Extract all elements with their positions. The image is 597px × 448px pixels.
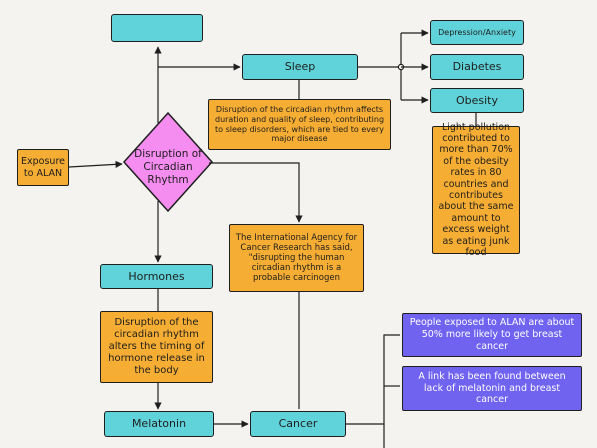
diabetes-label: Diabetes (452, 60, 502, 74)
hormones-note: Disruption of the circadian rhythm alter… (100, 311, 213, 383)
iarc-note: The International Agency for Cancer Rese… (229, 224, 364, 292)
hormones-node: Hormones (100, 264, 213, 289)
disruption-diamond (122, 111, 214, 213)
iarc-note-text: The International Agency for Cancer Rese… (235, 232, 358, 284)
breast-cancer-note-2-text: A link has been found between lack of me… (418, 370, 566, 406)
diabetes-node: Diabetes (430, 54, 524, 80)
connector-exposure-diamond (68, 160, 123, 168)
breast-cancer-note-1-text: People exposed to ALAN are about 50% mor… (409, 317, 575, 352)
melatonin-node: Melatonin (104, 411, 214, 437)
cancer-node: Cancer (250, 411, 346, 437)
hormones-note-text: Disruption of the circadian rhythm alter… (108, 317, 205, 376)
sleep-note-text: Disruption of the circadian rhythm affec… (214, 105, 385, 144)
hormones-label: Hormones (128, 269, 185, 283)
obesity-node: Obesity (430, 88, 524, 113)
exposure-label: Exposure to ALAN (21, 156, 65, 179)
exposure-node: Exposure to ALAN (17, 149, 69, 186)
obesity-note-text: Light pollution contributed to more than… (438, 121, 514, 258)
obesity-note: Light pollution contributed to more than… (432, 122, 520, 258)
connector-diamond-iarc (209, 162, 303, 223)
disruption-label: Disruption of Circadian Rhythm (134, 148, 202, 187)
breast-cancer-note-2: A link has been found between lack of me… (402, 366, 582, 411)
cancer-label: Cancer (278, 417, 318, 431)
obesity-label: Obesity (455, 93, 499, 107)
melatonin-label: Melatonin (131, 417, 187, 431)
depression-node: Depression/Anxiety (430, 20, 524, 45)
top-node (111, 14, 203, 42)
connector-cancer-branch (346, 334, 400, 425)
sleep-label: Sleep (284, 60, 316, 74)
depression-label: Depression/Anxiety (438, 27, 516, 37)
sleep-note: Disruption of the circadian rhythm affec… (208, 99, 391, 150)
sleep-node: Sleep (242, 54, 358, 80)
breast-cancer-note-1: People exposed to ALAN are about 50% mor… (402, 313, 582, 357)
